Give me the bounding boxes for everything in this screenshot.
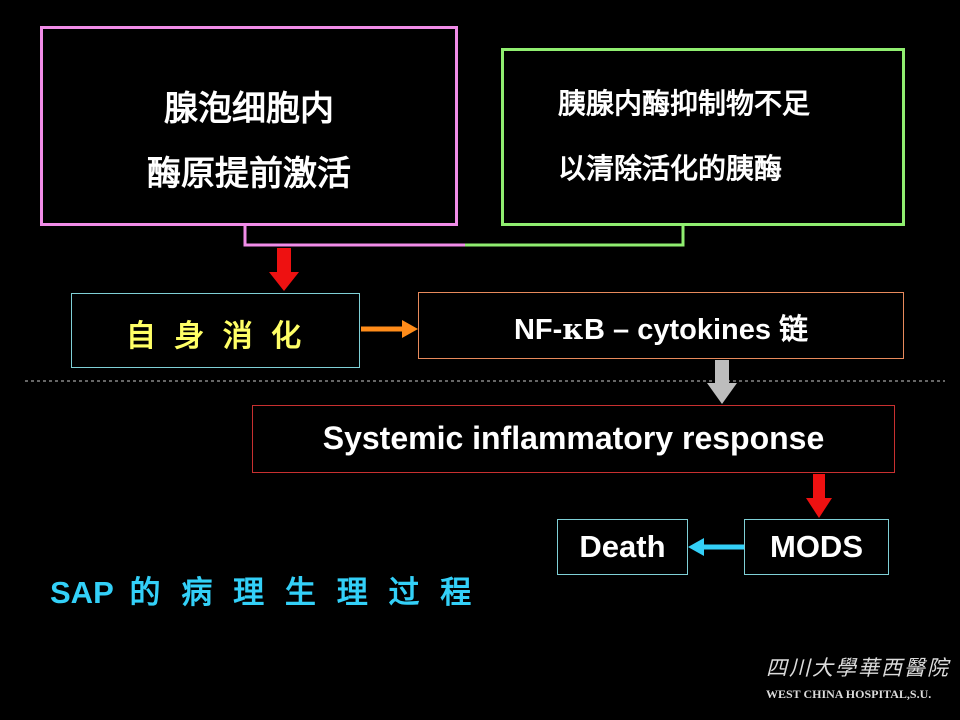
acinar-activation-box: 腺泡细胞内 酶原提前激活 [40, 26, 458, 226]
nfkb-suffix: B – cytokines 链 [584, 314, 809, 346]
title-sap: SAP [50, 575, 114, 610]
gray-arrow-down [707, 360, 737, 404]
green-bracket [465, 226, 685, 247]
inhibitor-deficit-box: 胰腺内酶抑制物不足 以清除活化的胰酶 [501, 48, 905, 226]
red-arrow-down-1 [269, 248, 299, 291]
inhibitor-deficit-line1: 胰腺内酶抑制物不足 [558, 87, 811, 120]
slide-title: SAP 的 病 理 生 理 过 程 [50, 567, 476, 612]
hospital-logo: 四川大學華西醫院 WEST CHINA HOSPITAL,S.U. [766, 652, 950, 702]
pink-bracket [243, 226, 465, 247]
death-label: Death [579, 529, 666, 564]
sirs-label: Systemic inflammatory response [322, 420, 825, 456]
nfkb-prefix: NF- [513, 314, 563, 346]
mods-label: MODS [770, 529, 863, 564]
kappa-symbol: κ [562, 312, 585, 346]
orange-arrow-right [361, 320, 418, 338]
title-rest: 的 病 理 生 理 过 程 [113, 575, 477, 611]
death-box: Death [557, 519, 688, 575]
acinar-activation-line1: 腺泡细胞内 [164, 89, 334, 129]
nfkb-cytokines-label: NF-κB – cytokines 链 [419, 306, 903, 348]
nfkb-cytokines-box: NF-κB – cytokines 链 [418, 292, 904, 359]
logo-chinese-name: 四川大學華西醫院 [766, 656, 950, 680]
autodigestion-label: 自 身 消 化 [125, 319, 306, 354]
inhibitor-deficit-line2: 以清除活化的胰酶 [558, 152, 783, 185]
cyan-arrow-left [688, 538, 745, 556]
mods-box: MODS [744, 519, 889, 575]
logo-english-name: WEST CHINA HOSPITAL,S.U. [766, 687, 932, 701]
acinar-activation-line2: 酶原提前激活 [147, 154, 351, 194]
autodigestion-box: 自 身 消 化 [71, 293, 360, 368]
systemic-inflammatory-response-box: Systemic inflammatory response [252, 405, 895, 473]
red-arrow-down-2 [806, 474, 832, 518]
